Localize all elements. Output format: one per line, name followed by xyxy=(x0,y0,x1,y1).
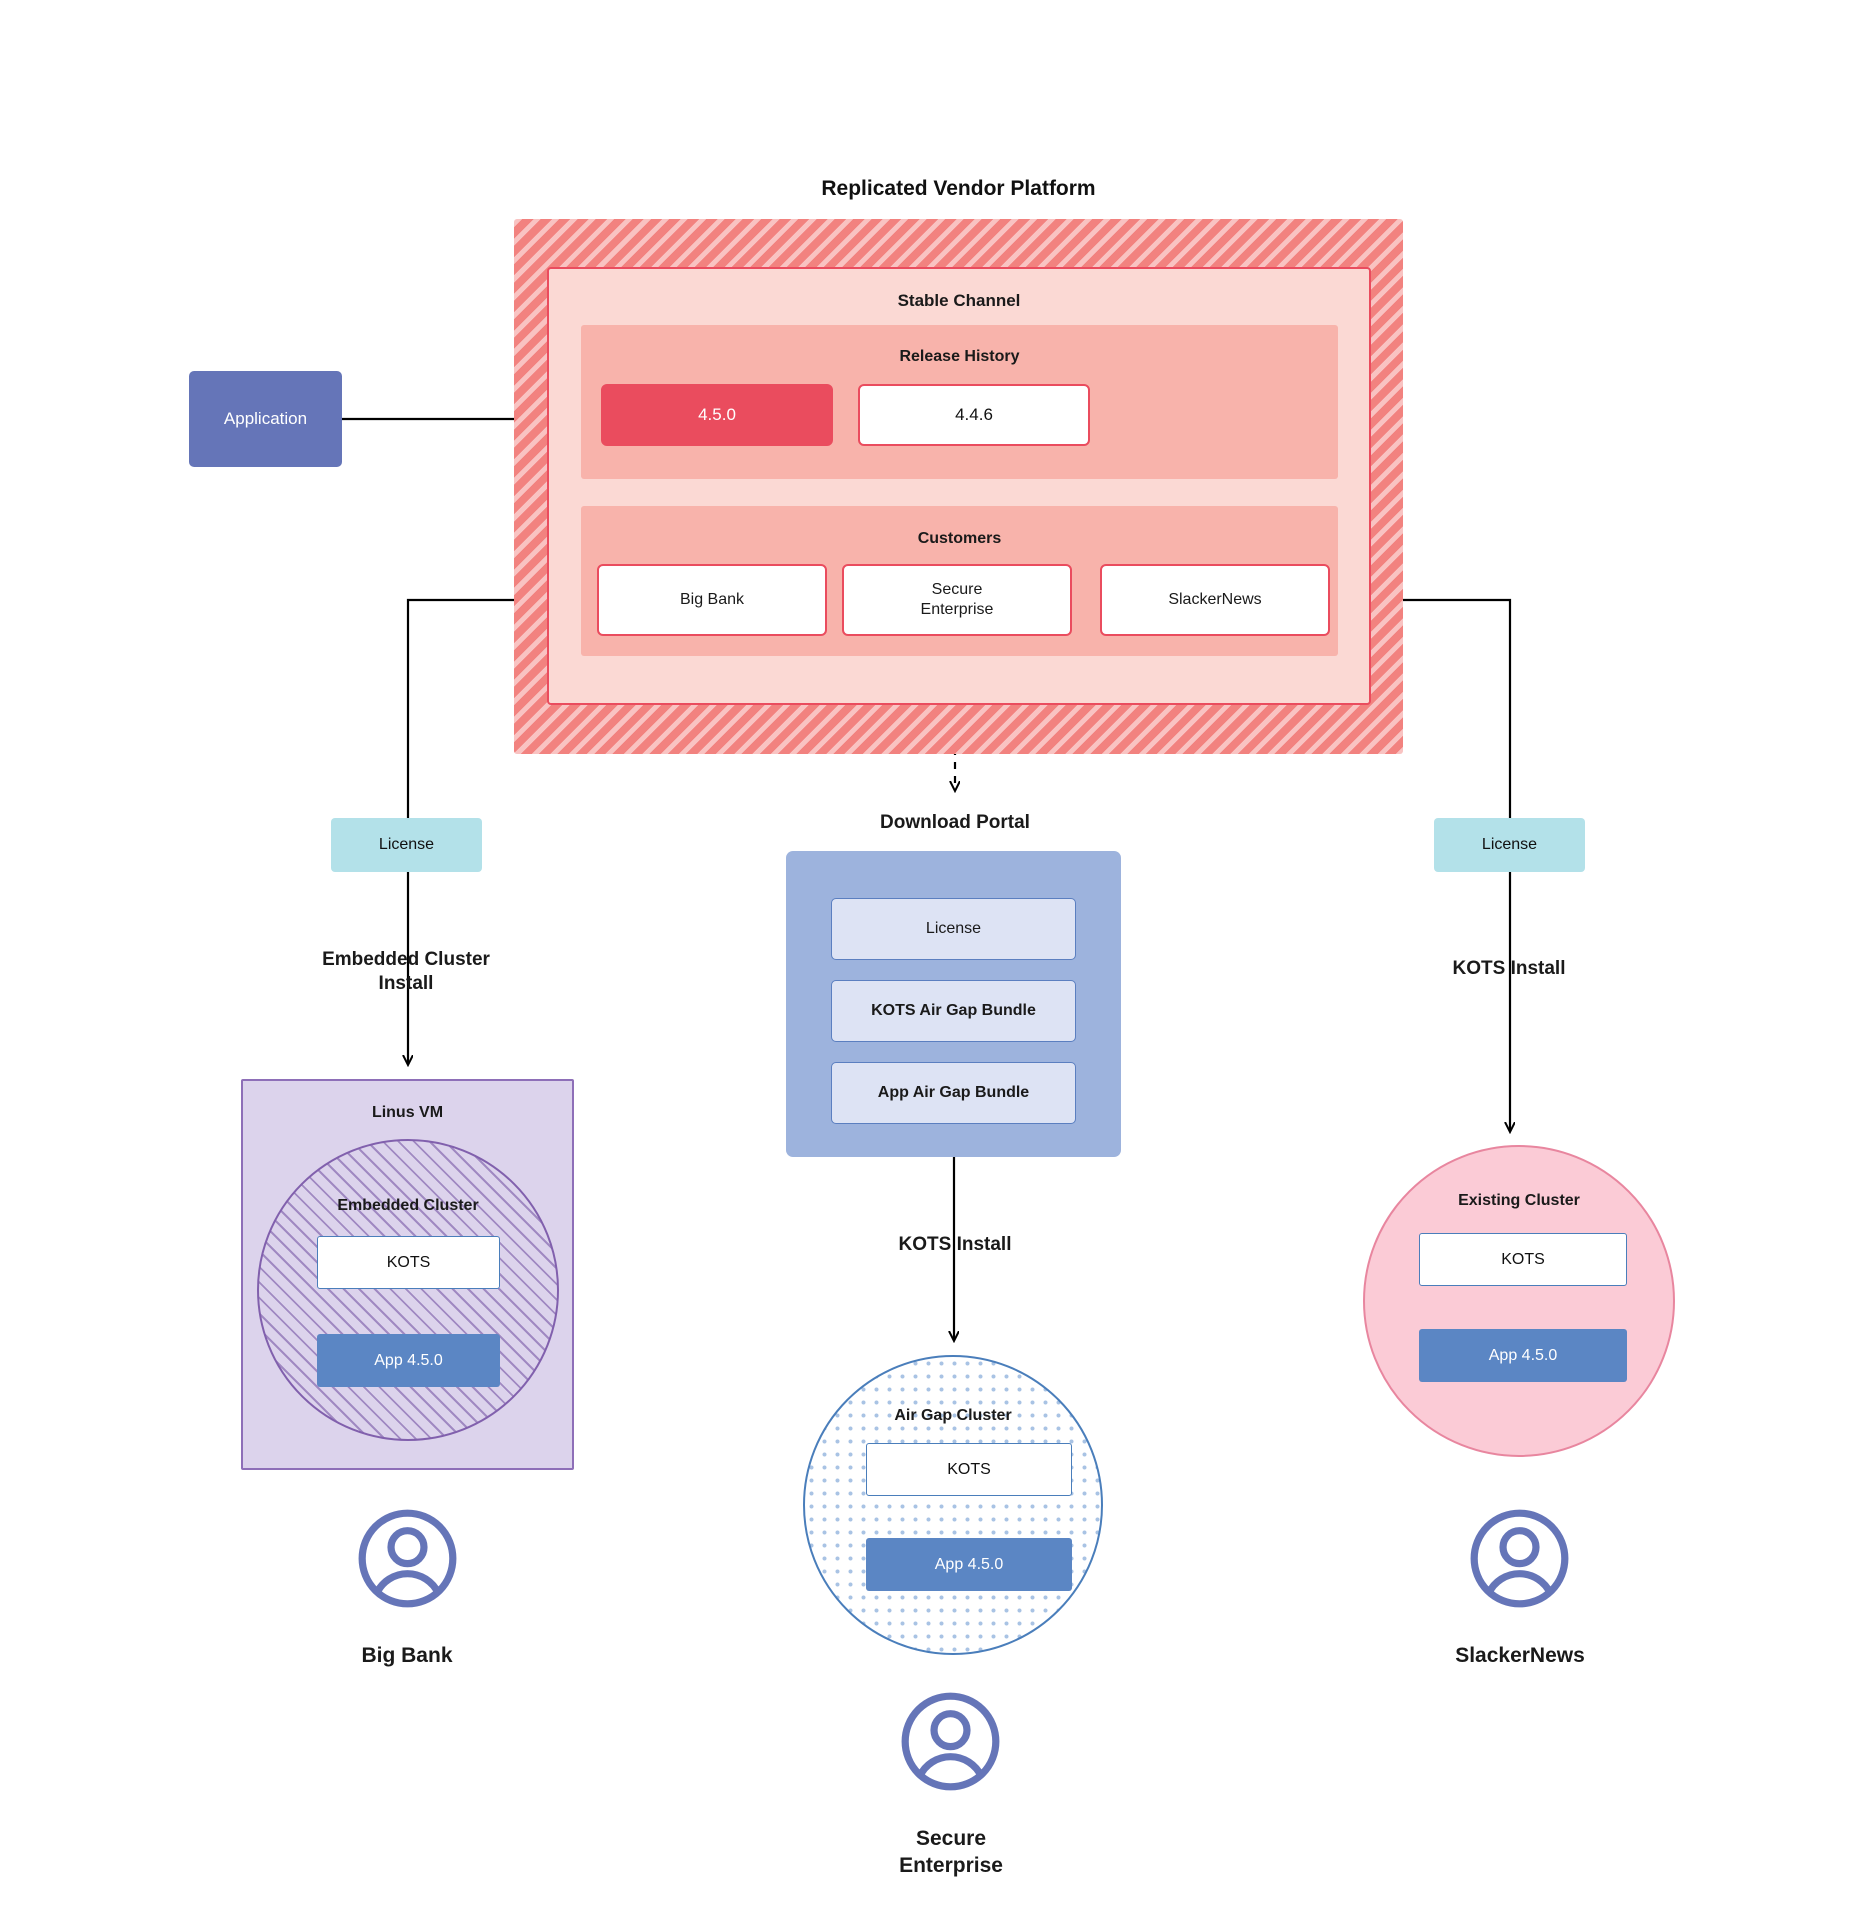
air-gap-cluster-label: Air Gap Cluster xyxy=(894,1407,1012,1424)
kots-chip-existing[interactable]: KOTS xyxy=(1419,1233,1627,1286)
release-history-label: Release History xyxy=(899,348,1020,365)
release-chip-current[interactable]: 4.5.0 xyxy=(601,384,833,446)
embedded-cluster-circle xyxy=(257,1139,559,1441)
customers-label: Customers xyxy=(917,530,1002,547)
app-chip-air-gap[interactable]: App 4.5.0 xyxy=(866,1538,1072,1591)
customer-chip-big-bank[interactable]: Big Bank xyxy=(597,564,827,636)
user-avatar-icon xyxy=(899,1690,1002,1793)
air-gap-cluster-circle xyxy=(803,1355,1103,1655)
license-chip-right[interactable]: License xyxy=(1434,818,1585,872)
user-avatar-icon xyxy=(356,1507,459,1610)
page-title: Replicated Vendor Platform xyxy=(821,177,1096,200)
kots-chip-embedded[interactable]: KOTS xyxy=(317,1236,500,1289)
existing-cluster-label: Existing Cluster xyxy=(1458,1192,1580,1209)
portal-item-license[interactable]: License xyxy=(831,898,1076,960)
portal-item-kots-air-gap-bundle[interactable]: KOTS Air Gap Bundle xyxy=(831,980,1076,1042)
application-node[interactable]: Application xyxy=(189,371,342,467)
app-chip-existing[interactable]: App 4.5.0 xyxy=(1419,1329,1627,1382)
embedded-cluster-label: Embedded Cluster xyxy=(337,1197,479,1214)
end-user-name-slackernews: SlackerNews xyxy=(1455,1644,1585,1668)
customer-chip-slackernews[interactable]: SlackerNews xyxy=(1100,564,1330,636)
release-chip-past[interactable]: 4.4.6 xyxy=(858,384,1090,446)
stable-channel-label: Stable Channel xyxy=(897,291,1021,310)
end-user-name-big-bank: Big Bank xyxy=(361,1644,453,1668)
portal-item-app-air-gap-bundle[interactable]: App Air Gap Bundle xyxy=(831,1062,1076,1124)
existing-cluster-circle xyxy=(1363,1145,1675,1457)
download-portal-title: Download Portal xyxy=(880,812,1030,833)
flow-label-kots-install-center: KOTS Install xyxy=(898,1234,1012,1256)
kots-chip-air-gap[interactable]: KOTS xyxy=(866,1443,1072,1496)
flow-label-kots-install-right: KOTS Install xyxy=(1452,958,1566,980)
linux-vm-label: Linus VM xyxy=(371,1104,444,1121)
app-chip-embedded[interactable]: App 4.5.0 xyxy=(317,1334,500,1387)
license-chip-left[interactable]: License xyxy=(331,818,482,872)
user-avatar-icon xyxy=(1468,1507,1571,1610)
